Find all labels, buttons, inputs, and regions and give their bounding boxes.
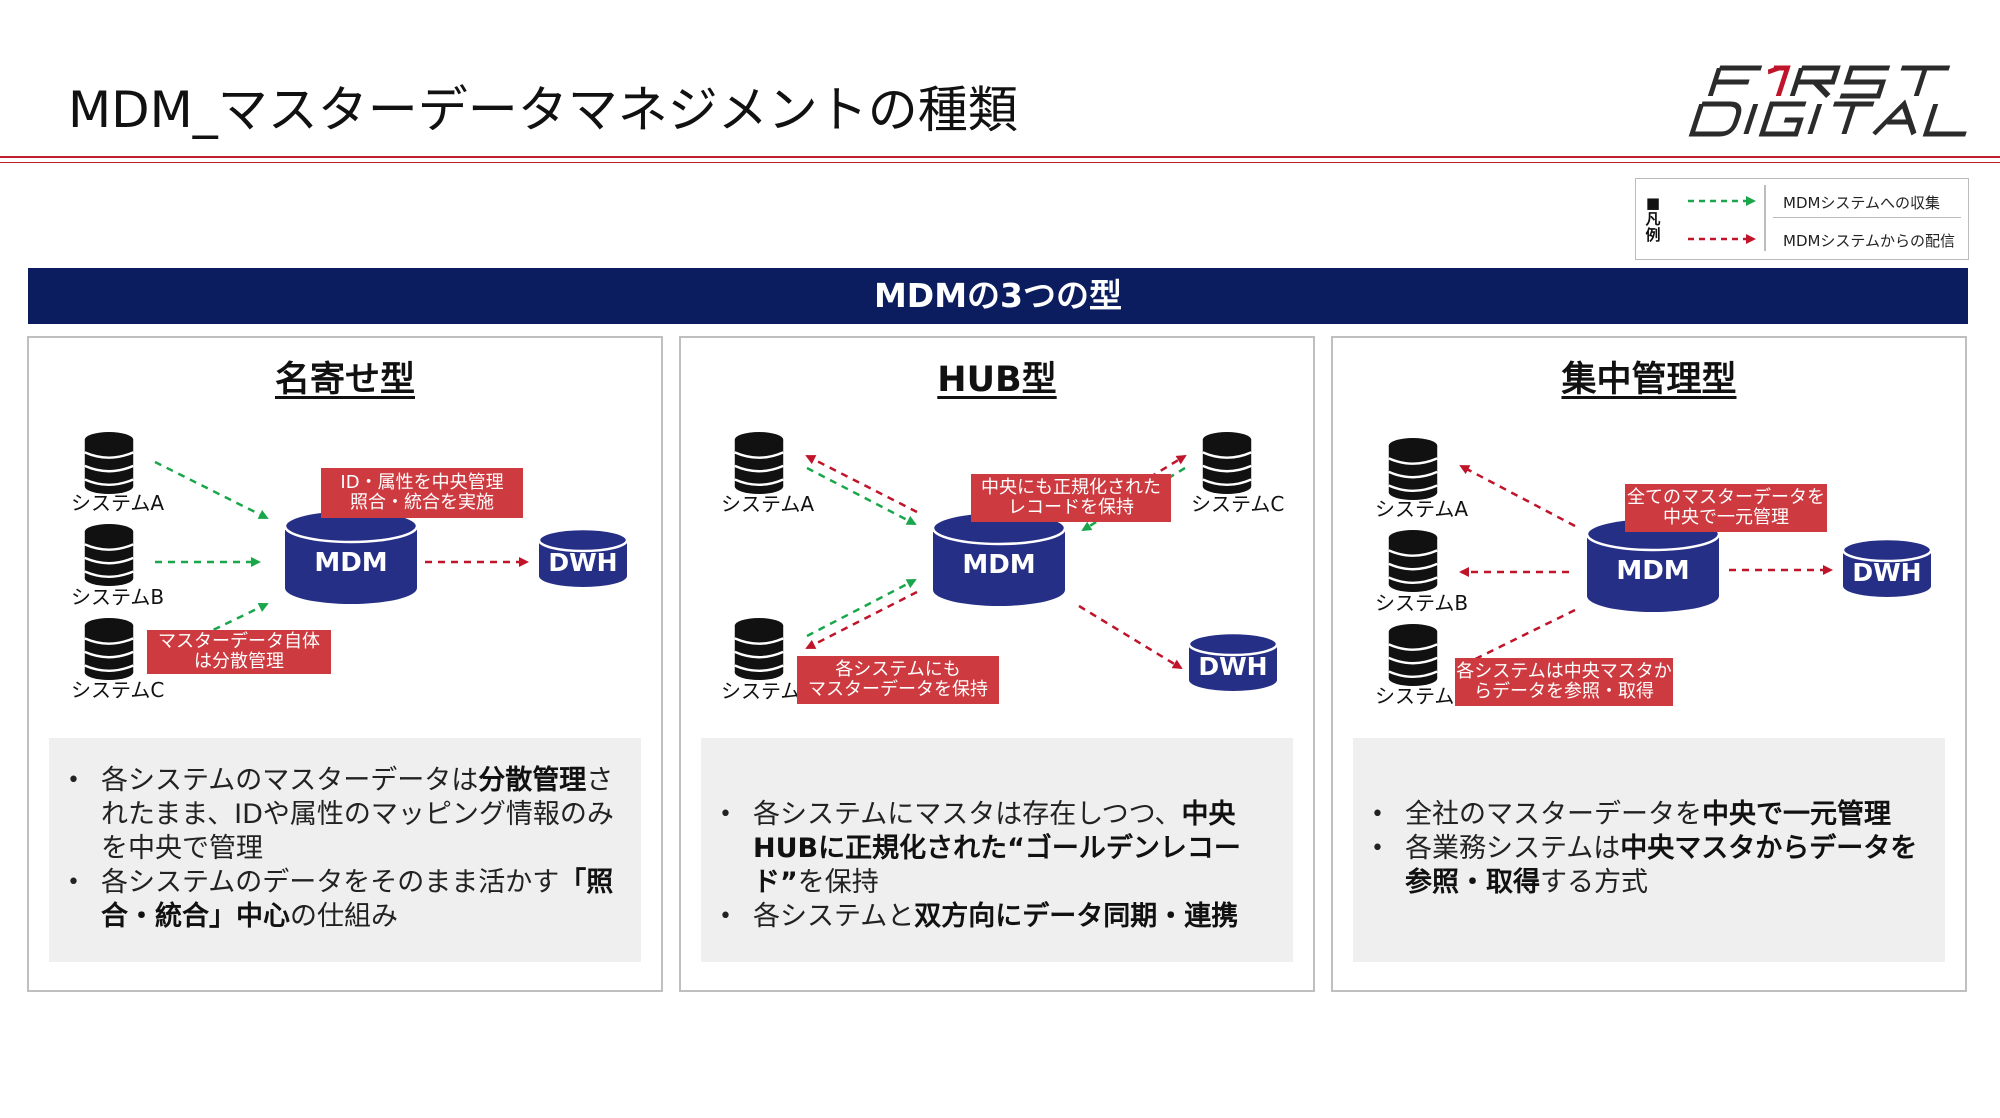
- database-icon: [733, 432, 785, 494]
- database-icon: [83, 524, 135, 586]
- description-box: 全社のマスターデータを中央で一元管理 各業務システムは中央マスタからデータを参照…: [1353, 738, 1945, 962]
- description-box: 各システムのマスターデータは分散管理されたまま、IDや属性のマッピング情報のみを…: [49, 738, 641, 962]
- panel-title: HUB型: [937, 360, 1057, 400]
- database-icon: [83, 618, 135, 680]
- legend-red-arrow-icon: [1688, 234, 1756, 244]
- legend-heading: ■凡例: [1645, 194, 1661, 244]
- system-c-label: システムC: [1375, 684, 1469, 708]
- description-list: 各システムにマスタは存在しつつ、中央HUBに正規化された“ゴールデンレコード”を…: [701, 798, 1293, 934]
- dwh-label: DWH: [1198, 652, 1268, 681]
- database-icon: [83, 432, 135, 494]
- callout-bottom: 各システムにもマスターデータを保持: [797, 656, 999, 704]
- system-c-label: システムC: [71, 678, 165, 702]
- description-bullet: 各システムにマスタは存在しつつ、中央HUBに正規化された“ゴールデンレコード”を…: [701, 798, 1277, 900]
- legend-separator: [1773, 217, 1961, 218]
- section-banner: MDMの3つの型: [28, 268, 1968, 324]
- callout-bottom: マスターデータ自体は分散管理: [147, 630, 331, 674]
- emphasis-text: 中央マスタからデータを参照・取得: [1405, 833, 1918, 898]
- legend: ■凡例 MDMシステムへの収集 MDMシステムからの配信: [1635, 178, 1969, 260]
- bullet-text: 各システムのデータをそのまま活かす: [101, 867, 560, 898]
- collect-arrow-a: [154, 460, 269, 520]
- system-b-label: システムB: [1375, 591, 1469, 615]
- legend-item-collect: MDMシステムへの収集: [1783, 194, 1940, 212]
- bullet-text: 全社のマスターデータを: [1405, 799, 1702, 830]
- mdm-label: MDM: [314, 548, 388, 578]
- callout-top: ID・属性を中央管理照合・統合を実施: [321, 468, 523, 518]
- system-c-label: システムC: [1191, 492, 1285, 516]
- panel-nayose: 名寄せ型 システムA システムB システムC MDM DWH ID・属性を中央管…: [27, 336, 663, 992]
- description-bullet: 各システムと双方向にデータ同期・連携: [701, 900, 1277, 934]
- bullet-text: 各システムのマスターデータは: [101, 765, 479, 796]
- database-icon: [733, 618, 785, 680]
- system-a-label: システムA: [71, 491, 165, 515]
- description-list: 各システムのマスターデータは分散管理されたまま、IDや属性のマッピング情報のみを…: [49, 764, 641, 934]
- mdm-cylinder: [933, 528, 1065, 606]
- dwh-label: DWH: [548, 548, 618, 577]
- page-title: MDM_マスターデータマネジメントの種類: [68, 81, 1018, 139]
- database-icon: [1201, 432, 1253, 494]
- header-rule: [0, 156, 2000, 158]
- emphasis-text: 中央で一元管理: [1702, 799, 1891, 830]
- description-bullet: 各システムのデータをそのまま活かす「照合・統合」中心の仕組み: [49, 866, 625, 934]
- description-bullet: 各システムのマスターデータは分散管理されたまま、IDや属性のマッピング情報のみを…: [49, 764, 625, 866]
- emphasis-text: 双方向にデータ同期・連携: [914, 901, 1239, 932]
- panel-centralized: 集中管理型 システムA システムB システムC MDM DWH 全てのマスターデ…: [1331, 336, 1967, 992]
- database-icon: [1387, 530, 1439, 592]
- panel-hub: HUB型 システムA システムB システムC MDM DWH 中央にも正規化され…: [679, 336, 1315, 992]
- description-bullet: 各業務システムは中央マスタからデータを参照・取得する方式: [1353, 832, 1929, 900]
- panel-title: 名寄せ型: [274, 360, 415, 400]
- dwh-cylinder: [539, 540, 627, 587]
- emphasis-text: 分散管理: [478, 765, 587, 796]
- header-rule-thin: [0, 162, 2000, 163]
- bullet-text: 各システムと: [753, 901, 915, 932]
- nayose-diagram: [83, 432, 629, 680]
- database-icon: [1387, 438, 1439, 500]
- mdm-cylinder: [285, 526, 417, 604]
- bullet-text: されたまま、IDや属性のマッピング情報のみを中央で管理: [101, 765, 614, 864]
- database-icon: [1387, 624, 1439, 686]
- emphasis-text: 「照合・統合」中心: [101, 867, 614, 932]
- bullet-text: を保持: [797, 867, 879, 898]
- mdm-label: MDM: [962, 550, 1036, 580]
- legend-divider: [1764, 185, 1766, 251]
- legend-green-arrow-icon: [1688, 196, 1756, 206]
- mdm-cylinder: [1587, 534, 1719, 612]
- bullet-text: の仕組み: [290, 901, 398, 932]
- callout-bottom: 各システムは中央マスタからデータを参照・取得: [1455, 658, 1673, 706]
- system-a-label: システムA: [1375, 497, 1469, 521]
- description-box: 各システムにマスタは存在しつつ、中央HUBに正規化された“ゴールデンレコード”を…: [701, 738, 1293, 962]
- bullet-text: 各システムにマスタは存在しつつ、: [753, 799, 1182, 830]
- system-b-label: システムB: [71, 585, 165, 609]
- dwh-cylinder: [1843, 550, 1931, 597]
- bullet-text: 各業務システムは: [1405, 833, 1621, 864]
- mdm-label: MDM: [1616, 556, 1690, 586]
- description-list: 全社のマスターデータを中央で一元管理 各業務システムは中央マスタからデータを参照…: [1353, 798, 1945, 900]
- panel-title: 集中管理型: [1561, 360, 1737, 400]
- emphasis-text: 中央HUBに正規化された“ゴールデンレコード”: [753, 799, 1241, 898]
- system-a-label: システムA: [721, 492, 815, 516]
- dwh-label: DWH: [1852, 558, 1922, 587]
- bullet-text: する方式: [1540, 867, 1648, 898]
- description-bullet: 全社のマスターデータを中央で一元管理: [1353, 798, 1929, 832]
- legend-item-deliver: MDMシステムからの配信: [1783, 232, 1955, 250]
- callout-top: 中央にも正規化されたレコードを保持: [971, 474, 1171, 522]
- dwh-cylinder: [1189, 644, 1277, 691]
- callout-top: 全てのマスターデータを中央で一元管理: [1625, 484, 1827, 532]
- first-digital-logo: [1688, 65, 1967, 137]
